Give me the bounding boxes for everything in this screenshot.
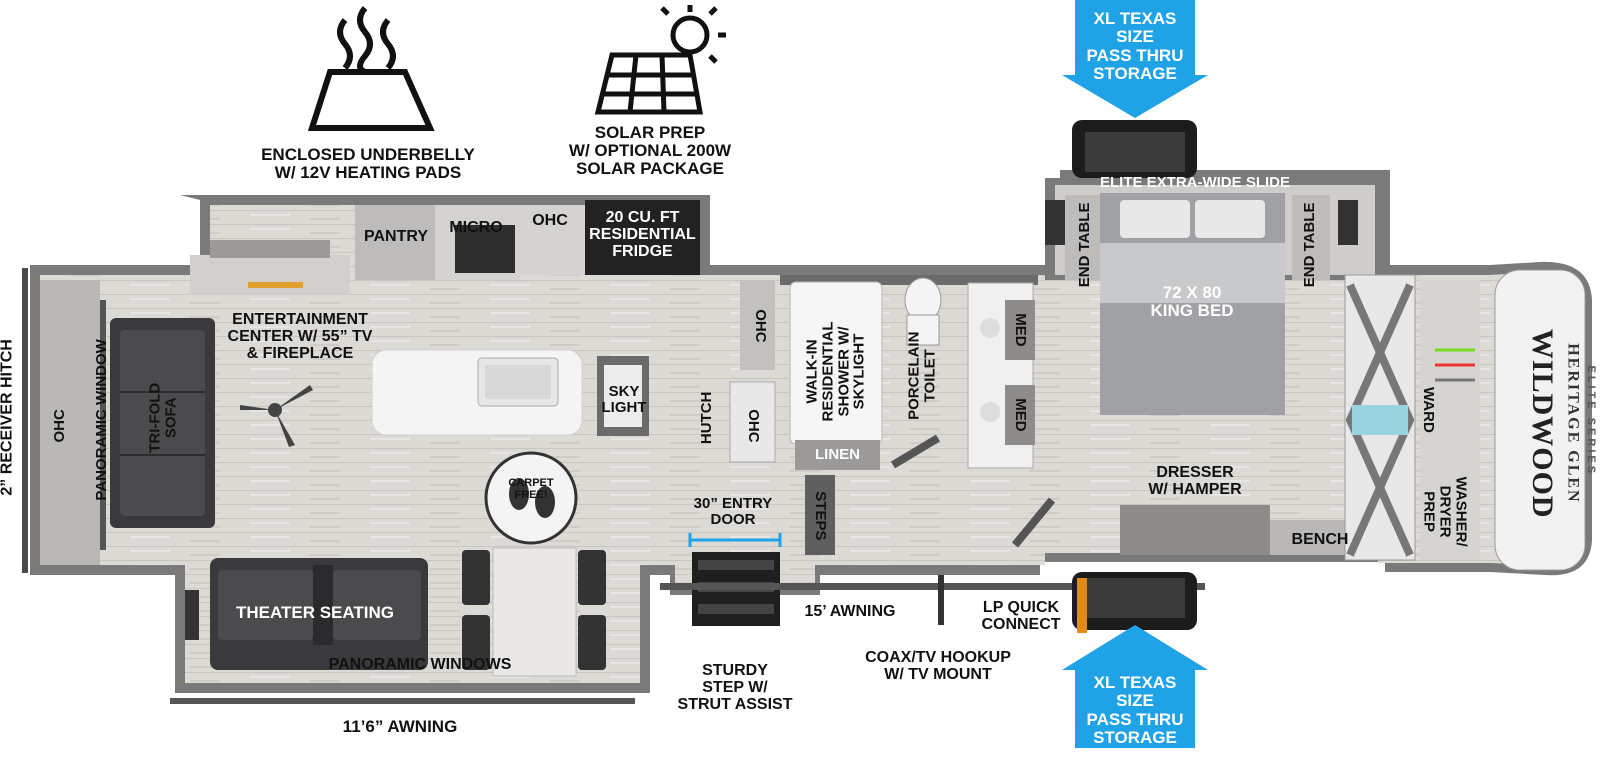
fridge-label: 20 CU. FT RESIDENTIAL FRIDGE	[589, 209, 696, 260]
dresser-label: DRESSER W/ HAMPER	[1148, 464, 1242, 498]
hitch-bar	[22, 268, 28, 573]
toilet-label: PORCELAIN TOILET	[905, 331, 938, 420]
microwave	[455, 225, 515, 273]
sofa-label: TRI-FOLD SOFA	[146, 382, 179, 453]
med1-label: MED	[1011, 313, 1029, 347]
ward-label: WARD	[1419, 386, 1437, 433]
king-bed	[1100, 193, 1285, 415]
entertainment-center	[190, 255, 350, 295]
bench-label: BENCH	[1291, 531, 1349, 548]
theater-seating-label: THEATER SEATING	[235, 603, 395, 622]
logo-brand: WILDWOOD	[1525, 328, 1559, 519]
skylight-label: SKY LIGHT	[601, 383, 647, 416]
coax-label: COAX/TV HOOKUP W/ TV MOUNT	[865, 649, 1011, 683]
panoramic-window-label: PANORAMIC WINDOW	[93, 339, 111, 501]
ohc-front-label: OHC	[51, 409, 69, 443]
tri-fold-sofa	[110, 318, 215, 528]
med2-label: MED	[1011, 398, 1029, 432]
lp-label: LP QUICK CONNECT	[981, 599, 1061, 633]
linen-label: LINEN	[815, 446, 860, 463]
logo-plate	[1494, 269, 1586, 571]
ohc-hutch-top-label: OHC	[751, 309, 769, 343]
micro-label: MICRO	[449, 219, 503, 236]
solar-panel-icon	[594, 5, 726, 115]
end-table-left	[1065, 195, 1103, 280]
bottom-callout-arrow	[1062, 625, 1208, 748]
end-table-right	[1292, 195, 1330, 280]
dinette	[462, 547, 606, 677]
carpet-free-badge	[484, 451, 578, 545]
top-storage-callout: XL TEXAS SIZE PASS THRU STORAGE	[1086, 9, 1184, 84]
sturdy-step-label: STURDY STEP W/ STRUT ASSIST	[677, 662, 793, 713]
wardrobe	[1344, 274, 1416, 561]
awning-bar	[660, 583, 1205, 590]
awning-rear-label: 15’ AWNING	[804, 603, 896, 620]
toilet	[904, 277, 942, 346]
receiver-hitch-label: 2” RECEIVER HITCH	[0, 339, 16, 496]
entertainment-label: ENTERTAINMENT CENTER W/ 55” TV & FIREPLA…	[227, 311, 373, 362]
ohc-kitchen-label: OHC	[532, 212, 568, 229]
end-table-right-label: END TABLE	[1301, 202, 1319, 288]
slide-label: ELITE EXTRA-WIDE SLIDE	[1099, 174, 1290, 191]
logo-line2: HERITAGE GLEN	[1564, 343, 1582, 504]
top-callout-arrow	[1062, 0, 1208, 118]
heating-pad-icon	[307, 6, 435, 131]
end-table-left-label: END TABLE	[1076, 202, 1094, 288]
entry-door-label: 30” ENTRY DOOR	[693, 495, 773, 528]
ceiling-fan-icon	[240, 385, 313, 447]
heating-label: ENCLOSED UNDERBELLY W/ 12V HEATING PADS	[261, 145, 475, 182]
pantry-cabinet	[355, 205, 435, 280]
dresser	[1120, 505, 1270, 555]
solar-label: SOLAR PREP W/ OPTIONAL 200W SOLAR PACKAG…	[568, 123, 732, 178]
awning-front-label: 11’6” AWNING	[342, 717, 458, 736]
logo-line3: ELITE SERIES	[1584, 365, 1597, 477]
steps-label: STEPS	[811, 491, 829, 541]
carpet-free-label: CARPET FREE!	[508, 477, 554, 501]
washer-label: WASHER/ DRYER PREP	[1421, 476, 1470, 547]
bed-label: 72 X 80 KING BED	[1150, 283, 1234, 320]
shower-label: WALK-IN RESIDENTIAL SHOWER W/ SKYLIGHT	[803, 321, 868, 422]
pantry-label: PANTRY	[364, 228, 428, 245]
hutch-label: HUTCH	[698, 391, 716, 445]
bottom-storage-callout: XL TEXAS SIZE PASS THRU STORAGE	[1086, 673, 1184, 748]
panoramic-windows-label: PANORAMIC WINDOWS	[328, 656, 512, 673]
ohc-hutch-label: OHC	[744, 409, 762, 443]
steps-bar	[805, 475, 835, 555]
theater-seating	[210, 558, 428, 670]
fridge	[585, 200, 700, 275]
linen-cabinet	[795, 440, 880, 470]
